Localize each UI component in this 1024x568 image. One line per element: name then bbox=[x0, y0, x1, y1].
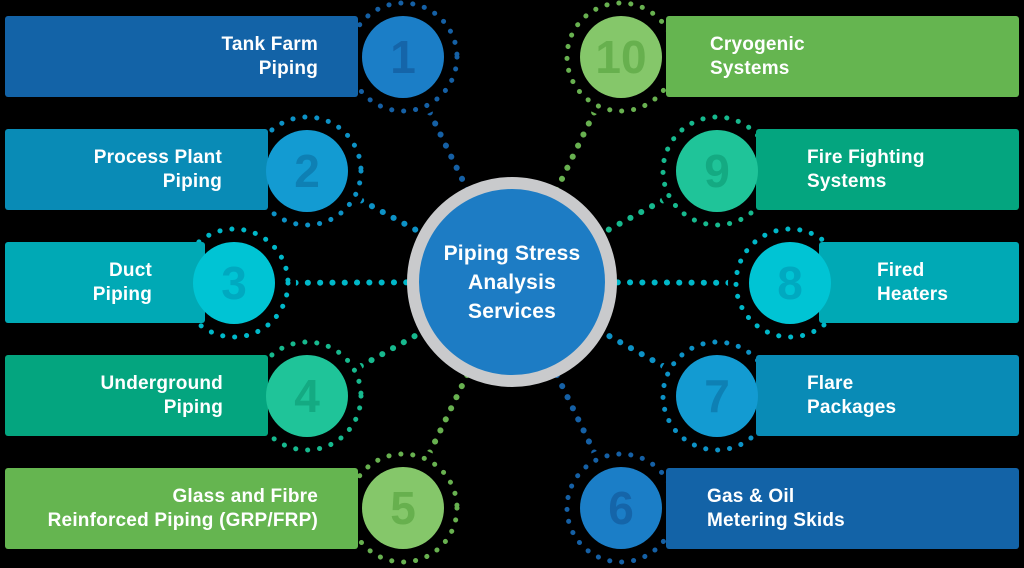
item-number-circle-5: 5 bbox=[362, 467, 444, 549]
item-number: 7 bbox=[704, 370, 730, 422]
hub-line3: Services bbox=[467, 299, 556, 323]
item-label-line1: Underground bbox=[100, 372, 223, 394]
item-bar-cryogenic-systems: Cryogenic Systems bbox=[666, 16, 1019, 97]
item-bar-fire-fighting-systems: Fire Fighting Systems bbox=[756, 129, 1019, 210]
item-label-line2: Heaters bbox=[877, 283, 949, 305]
item-label-line1: Duct bbox=[108, 259, 152, 281]
item-number-circle-7: 7 bbox=[676, 355, 758, 437]
item-label-line2: Systems bbox=[807, 170, 887, 192]
item-label-line1: Flare bbox=[807, 372, 854, 394]
item-label-line2: Systems bbox=[710, 57, 790, 79]
item-bar-duct-piping: Duct Piping bbox=[5, 242, 205, 323]
item-label-line1: Process Plant bbox=[93, 146, 222, 168]
item-bar-fired-heaters: Fired Heaters bbox=[819, 242, 1019, 323]
item-number: 2 bbox=[294, 145, 320, 197]
item-number-circle-9: 9 bbox=[676, 130, 758, 212]
hub-line2: Analysis bbox=[468, 270, 556, 294]
item-number-circle-1: 1 bbox=[362, 16, 444, 98]
item-bar-gas-oil-metering-skids: Gas & Oil Metering Skids bbox=[666, 468, 1019, 549]
item-label-line2: Piping bbox=[162, 170, 222, 192]
center-hub-title: Piping Stress Analysis Services bbox=[407, 177, 617, 387]
item-label-line1: Fire Fighting bbox=[807, 146, 925, 168]
item-label-line1: Fired bbox=[877, 259, 925, 281]
item-number: 10 bbox=[595, 31, 647, 83]
item-label-line2: Reinforced Piping (GRP/FRP) bbox=[47, 509, 318, 531]
item-label-line1: Gas & Oil bbox=[707, 485, 795, 507]
item-bar-process-plant-piping: Process Plant Piping bbox=[5, 129, 268, 210]
item-label-line2: Piping bbox=[258, 57, 318, 79]
item-label-line1: Cryogenic bbox=[710, 33, 805, 55]
item-bar-underground-piping: Underground Piping bbox=[5, 355, 268, 436]
item-number-circle-10: 10 bbox=[580, 16, 662, 98]
item-label-line2: Piping bbox=[163, 396, 223, 418]
item-bar-flare-packages: Flare Packages bbox=[756, 355, 1019, 436]
item-label-line1: Glass and Fibre bbox=[172, 485, 318, 507]
item-number-circle-6: 6 bbox=[580, 467, 662, 549]
hub-line1: Piping Stress bbox=[443, 241, 581, 265]
item-number: 8 bbox=[777, 257, 803, 309]
item-number: 9 bbox=[704, 145, 730, 197]
item-label-line1: Tank Farm bbox=[221, 33, 318, 55]
item-bar-tank-farm-piping: Tank Farm Piping bbox=[5, 16, 358, 97]
item-label-line2: Packages bbox=[807, 396, 897, 418]
item-number: 4 bbox=[294, 370, 320, 422]
item-number-circle-8: 8 bbox=[749, 242, 831, 324]
item-number-circle-4: 4 bbox=[266, 355, 348, 437]
item-number: 3 bbox=[221, 257, 247, 309]
item-number: 5 bbox=[390, 482, 416, 534]
item-number-circle-3: 3 bbox=[193, 242, 275, 324]
item-number-circle-2: 2 bbox=[266, 130, 348, 212]
item-bar-grp-frp-piping: Glass and Fibre Reinforced Piping (GRP/F… bbox=[5, 468, 358, 549]
item-label-line2: Piping bbox=[92, 283, 152, 305]
item-number: 1 bbox=[390, 31, 416, 83]
item-label-line2: Metering Skids bbox=[707, 509, 845, 531]
item-number: 6 bbox=[608, 482, 634, 534]
